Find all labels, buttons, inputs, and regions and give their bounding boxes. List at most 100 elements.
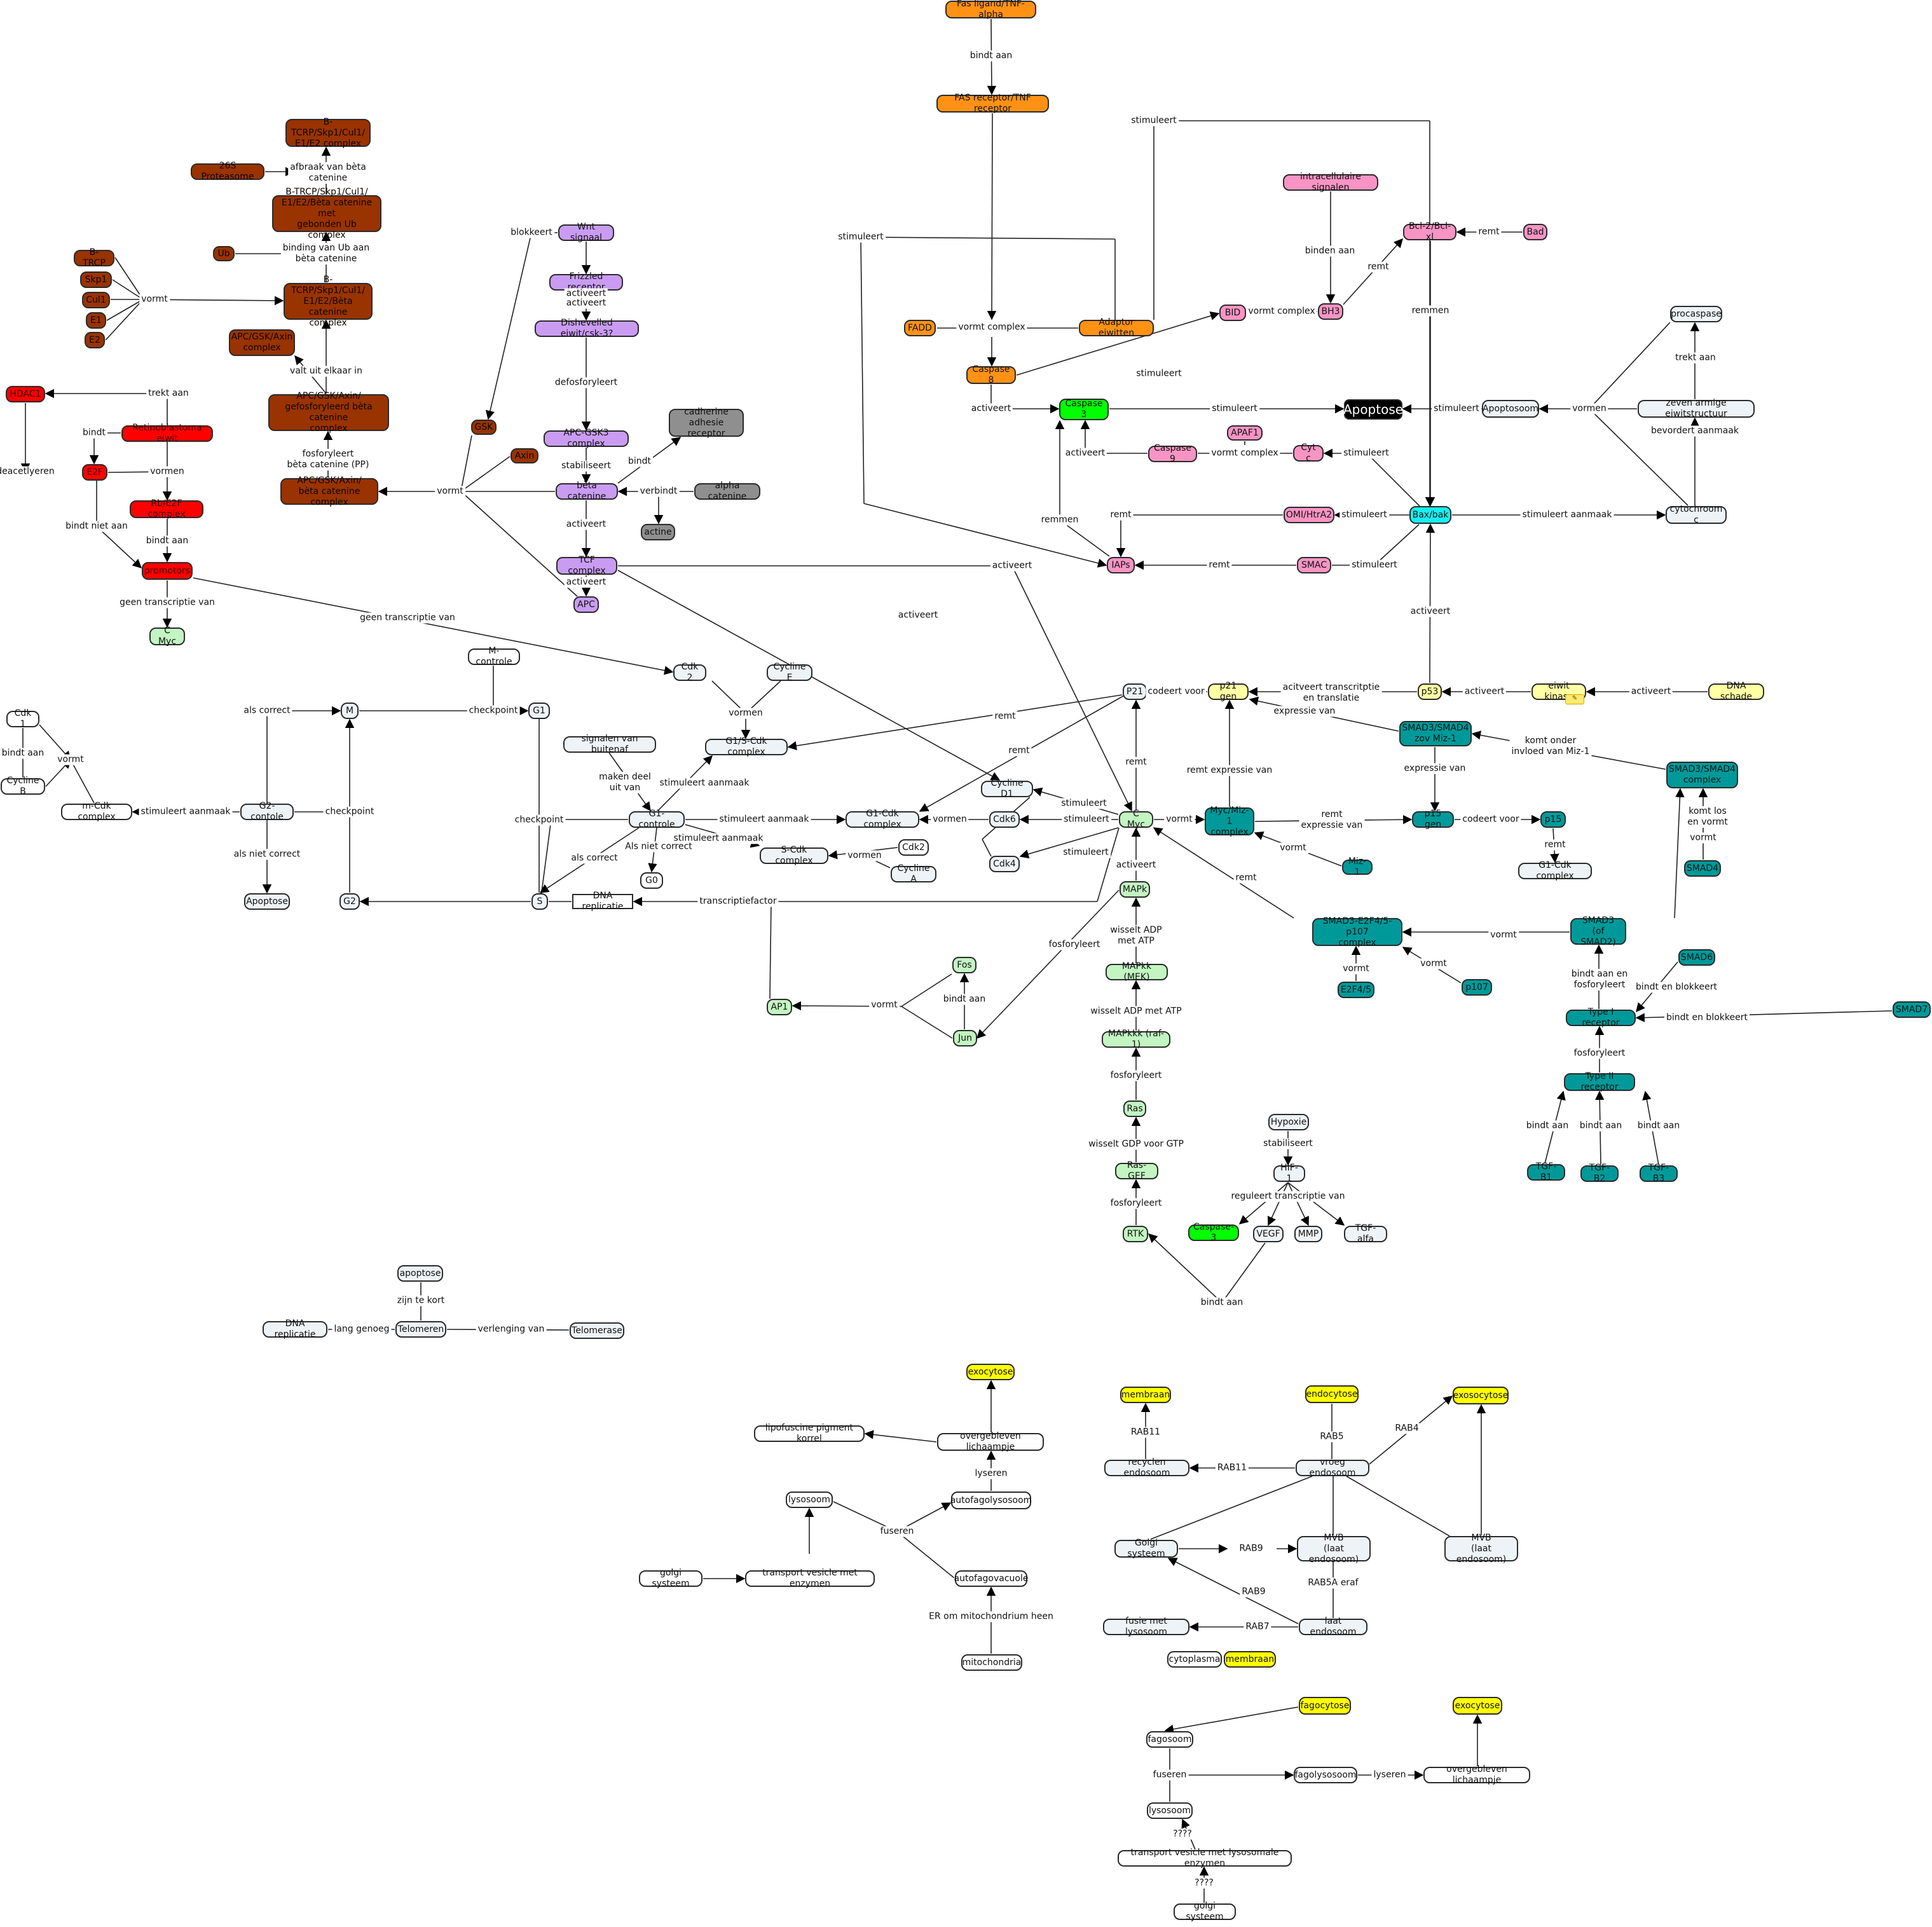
note-icon[interactable]: ✎ [1565, 694, 1584, 704]
node-g1-cdk-complex[interactable]: G1-Cdk complex [846, 809, 919, 830]
node-e2[interactable]: E2 [85, 332, 105, 348]
node-autofagovacuole[interactable]: autofagovacuole [954, 1570, 1029, 1587]
node-autofagolysosoom[interactable]: autofagolysosoom [950, 1492, 1032, 1509]
node-membraan-1[interactable]: membraan [1120, 1387, 1171, 1403]
node-g1s-cdk-complex[interactable]: G1/S-Cdk complex [705, 736, 788, 757]
node-membraan-2[interactable]: membraan [1224, 1651, 1276, 1668]
node-e1[interactable]: E1 [86, 312, 106, 329]
node-actine[interactable]: actine [641, 524, 675, 540]
node-bad[interactable]: Bad [1523, 224, 1547, 240]
node-fas-receptor[interactable]: FAS receptor/TNF receptor [936, 93, 1049, 114]
node-p21-gen[interactable]: p21 gen [1208, 681, 1249, 702]
node-cycline-e[interactable]: Cycline E [767, 662, 812, 683]
node-lipofuscine[interactable]: lipofuscine pigment korrel [754, 1423, 865, 1444]
node-s[interactable]: S [531, 893, 548, 910]
node-smad6[interactable]: SMAD6 [1678, 949, 1715, 966]
node-zeven-armige-eiwitstructuur[interactable]: zeven armige eiwitstructuur [1638, 398, 1755, 419]
node-cycline-d1[interactable]: Cycline D1 [981, 778, 1033, 799]
node-cdk-1[interactable]: Cdk 1 [6, 708, 39, 729]
node-transport-vesicle-1[interactable]: transport vesicle met enzymen [745, 1568, 875, 1589]
node-tgf-b2[interactable]: TGF-B2 [1580, 1163, 1619, 1184]
node-apoptose-cc[interactable]: Apoptose [244, 893, 290, 910]
node-type-i-receptor[interactable]: Type I receptor [1566, 1007, 1636, 1028]
node-apoptosoom[interactable]: Apoptosoom [1482, 400, 1539, 418]
node-miz1[interactable]: Miz-1 [1342, 856, 1373, 877]
node-p107[interactable]: p107 [1462, 979, 1492, 996]
node-g2-controle[interactable]: G2-contole [240, 801, 294, 822]
node-c-myc-left[interactable]: C Myc [149, 626, 185, 647]
node-jun[interactable]: Jun [953, 1030, 977, 1046]
node-smad3-smad4-complex[interactable]: SMAD3/SMAD4 complex [1666, 762, 1738, 788]
node-retinoblastoma[interactable]: Retinoblastoma eiwit [121, 423, 213, 444]
node-26s-proteasome[interactable]: 26S Proteasome [191, 161, 264, 182]
node-btrcp-ub[interactable]: B-TRCP/Skp1/Cul1/ E1/E2/Bèta catenine me… [272, 187, 381, 240]
node-omi-htra2[interactable]: OMI/HtrA2 [1284, 507, 1334, 523]
node-vegf[interactable]: VEGF [1253, 1226, 1284, 1242]
node-golgi-systeem-1[interactable]: golgi systeem [639, 1568, 702, 1589]
node-apc-gsk-axin[interactable]: APC/GSK/Axin complex [229, 329, 295, 356]
node-apc-gsk-axin-bc[interactable]: APC/GSK/Axin/ bèta catenine complex [280, 476, 378, 507]
node-e2f45[interactable]: E2F4/5 [1338, 982, 1374, 998]
node-bh3[interactable]: BH3 [1318, 303, 1343, 320]
node-axin[interactable]: Axin [510, 448, 538, 463]
node-adaptor-eiwitten[interactable]: Adaptor eiwitten [1079, 317, 1154, 338]
node-m[interactable]: M [341, 703, 359, 719]
node-e2f[interactable]: E2F [82, 464, 107, 481]
node-mmp[interactable]: MMP [1294, 1226, 1322, 1242]
node-dishevelled[interactable]: Dishevelled eiwit/csk-3? [535, 318, 639, 339]
node-dna-schade[interactable]: DNA schade [1708, 681, 1764, 702]
node-g1[interactable]: G1 [528, 703, 550, 719]
node-cyt-c[interactable]: Cyt c [1293, 442, 1324, 463]
node-cdk4[interactable]: Cdk4 [989, 856, 1020, 872]
node-m-cdk-complex[interactable]: m-Cdk complex [61, 801, 132, 822]
node-bcl2-bclxl[interactable]: Bcl-2/Bcl-xl [1403, 221, 1456, 242]
node-procaspase[interactable]: procaspase [1670, 306, 1722, 322]
node-overgebleven-2[interactable]: overgebleven lichaampje [1423, 1764, 1530, 1785]
node-p21[interactable]: P21 [1123, 683, 1147, 700]
node-golgi-systeem-3[interactable]: golgi systeem [1174, 1901, 1236, 1922]
node-tgf-b1[interactable]: TGF-B1 [1527, 1162, 1565, 1183]
node-apoptose-tel[interactable]: apoptose [397, 1265, 443, 1282]
node-btcrp-final[interactable]: B-TCRP/Skp1/Cul1/ E1/E2 complex [285, 117, 371, 149]
node-cdk-2[interactable]: Cdk 2 [673, 662, 706, 683]
node-alpha-catenine[interactable]: alpha catenine [694, 481, 760, 502]
node-exocytose-2[interactable]: exocytose [1453, 1697, 1502, 1715]
node-g2[interactable]: G2 [339, 893, 360, 910]
node-cdk2[interactable]: Cdk2 [898, 839, 929, 856]
node-telomerase[interactable]: Telomerase [570, 1322, 624, 1339]
node-caspase-3[interactable]: Caspase 3 [1059, 399, 1109, 420]
node-fas-ligand[interactable]: Fas ligand/TNF-alpha [945, 0, 1036, 20]
node-caspase-9[interactable]: Caspase 9 [1148, 443, 1197, 464]
node-ub[interactable]: Ub [213, 246, 235, 261]
node-p15[interactable]: p15 [1540, 811, 1566, 828]
node-wnt-signaal[interactable]: Wnt signaal [558, 222, 614, 243]
node-smad3-e2f45-p107-complex[interactable]: SMAD3-E2F4/5-p107 complex [1312, 916, 1402, 948]
node-cadherine[interactable]: cadherine adhesie receptor [669, 407, 744, 439]
node-mapkkk-raf1[interactable]: MAPkkk (raf-1) [1102, 1029, 1170, 1050]
node-dna-replicatie[interactable]: DNA replicatie [572, 891, 633, 912]
node-iaps[interactable]: IAPs [1107, 557, 1135, 573]
node-myc-miz1-complex[interactable]: Myc/Miz-1 complex [1205, 806, 1254, 837]
node-fagosoom[interactable]: fagosoom [1146, 1731, 1193, 1748]
node-fusie-met-lysosoom[interactable]: fusie met lysosoom [1103, 1616, 1189, 1637]
node-g1-controle[interactable]: G1-controle [629, 809, 685, 830]
node-fagocytose[interactable]: fagocytose [1299, 1697, 1351, 1715]
node-btcrp-e1e2-bc[interactable]: B-TCRP/Skp1/Cul1/ E1/E2/Bèta catenine co… [284, 275, 373, 328]
node-fos[interactable]: Fos [952, 957, 976, 973]
node-cdk6[interactable]: Cdk6 [989, 811, 1020, 828]
node-rtk[interactable]: RTK [1123, 1226, 1148, 1242]
node-p53[interactable]: p53 [1418, 683, 1442, 700]
node-smad7[interactable]: SMAD7 [1893, 1001, 1931, 1018]
node-lysosoom-1[interactable]: lysosoom [786, 1492, 833, 1508]
node-laat-endosoom[interactable]: laat endosoom [1299, 1616, 1367, 1637]
node-caspase-8[interactable]: Caspase 8 [966, 364, 1016, 385]
node-lysosoom-2[interactable]: lysosoom [1147, 1802, 1193, 1819]
node-fadd[interactable]: FADD [904, 320, 936, 336]
node-recyclen-endosoom[interactable]: recyclen endosoom [1104, 1457, 1189, 1478]
node-gsk[interactable]: GSK [471, 420, 497, 435]
node-intracellulaire-signalen[interactable]: intracellulaire signalen [1283, 172, 1378, 193]
node-g0[interactable]: G0 [640, 872, 663, 889]
node-s-cdk-complex[interactable]: S-Cdk complex [760, 845, 828, 866]
node-mapk[interactable]: MAPk [1120, 881, 1150, 898]
node-skp1[interactable]: Skp1 [80, 271, 112, 288]
